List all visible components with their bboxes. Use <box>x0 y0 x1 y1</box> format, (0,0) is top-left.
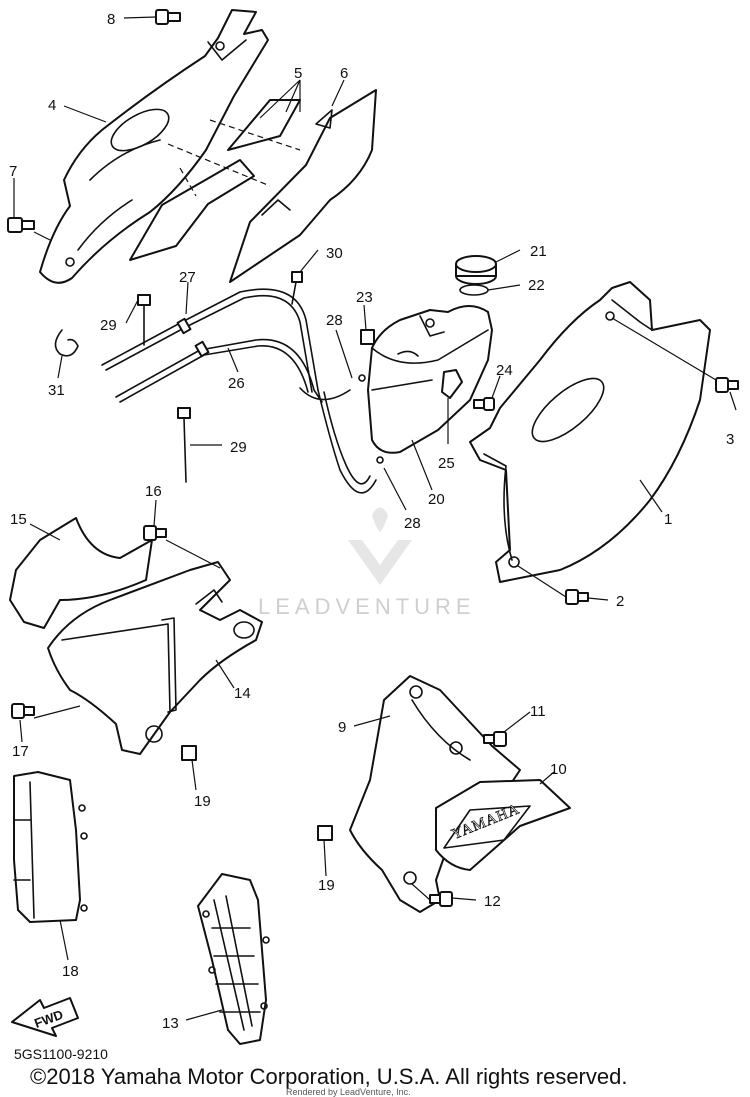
bolt-24 <box>473 397 495 411</box>
part-22-seal <box>459 284 489 296</box>
callout-28: 28 <box>326 312 343 329</box>
bolt-8 <box>155 9 181 25</box>
callout-labels: 8 4 5 6 7 21 22 30 27 23 29 28 26 31 24 … <box>9 11 734 1032</box>
callout-9: 9 <box>338 719 346 736</box>
callout-19: 19 <box>194 793 211 810</box>
callout-31: 31 <box>48 382 65 399</box>
clamp-30 <box>291 271 303 305</box>
part-25-bracket <box>441 369 463 399</box>
callout-4: 4 <box>48 97 56 114</box>
copyright-notice: ©2018 Yamaha Motor Corporation, U.S.A. A… <box>30 1064 628 1089</box>
callout-26: 26 <box>228 375 245 392</box>
callout-18: 18 <box>62 963 79 980</box>
leader-lines <box>13 16 737 1021</box>
render-credit: Rendered by LeadVenture, Inc. <box>286 1087 411 1097</box>
callout-5: 5 <box>294 65 302 82</box>
part-15-shroud <box>9 517 153 629</box>
part-14-radiator-cover <box>47 561 263 755</box>
part-6-duct <box>229 89 377 283</box>
watermark-text: LEADVENTURE <box>258 594 476 619</box>
callout-30: 30 <box>326 245 343 262</box>
callout-20: 20 <box>428 491 445 508</box>
nut-19-right <box>317 825 333 841</box>
callout-10: 10 <box>550 761 567 778</box>
callout-14: 14 <box>234 685 251 702</box>
callout-1: 1 <box>664 511 672 528</box>
callout-6: 6 <box>340 65 348 82</box>
part-1-side-panel <box>469 281 711 583</box>
diagram-code: 5GS1100-9210 <box>14 1046 108 1062</box>
part-9-radiator-cover <box>349 675 521 913</box>
callout-22: 22 <box>528 277 545 294</box>
bolt-2 <box>565 589 589 605</box>
callout-28b: 28 <box>404 515 421 532</box>
part-20-reservoir-tank <box>367 305 493 454</box>
part-4-side-cover <box>39 9 269 284</box>
bolt-11 <box>483 731 507 747</box>
callout-19b: 19 <box>318 877 335 894</box>
callout-15: 15 <box>10 511 27 528</box>
fwd-arrow: FWD <box>11 997 79 1037</box>
callout-16: 16 <box>145 483 162 500</box>
breather-hoses <box>101 288 377 494</box>
callout-11: 11 <box>530 703 546 720</box>
callout-23: 23 <box>356 289 373 306</box>
callout-12: 12 <box>484 893 501 910</box>
callout-3: 3 <box>726 431 734 448</box>
callout-17: 17 <box>12 743 29 760</box>
callout-13: 13 <box>162 1015 179 1032</box>
bolt-3 <box>715 377 739 393</box>
part-23-grommet <box>360 329 375 345</box>
nut-19-left <box>181 745 197 761</box>
part-18-radiator-guard <box>13 771 88 923</box>
clamp-29-lower <box>177 407 191 483</box>
part-28-clip <box>358 374 384 464</box>
part-21-cap <box>455 255 497 285</box>
callout-24: 24 <box>496 362 513 379</box>
clip-31 <box>54 329 79 357</box>
callout-25: 25 <box>438 455 455 472</box>
callout-27: 27 <box>179 269 196 286</box>
bolt-12 <box>429 891 453 907</box>
bolt-16 <box>143 525 167 541</box>
callout-21: 21 <box>530 243 547 260</box>
clamp-29-upper <box>137 294 151 346</box>
callout-29b: 29 <box>230 439 247 456</box>
callout-29: 29 <box>100 317 117 334</box>
watermark: LEADVENTURE <box>258 507 476 619</box>
callout-7: 7 <box>9 163 17 180</box>
callout-2: 2 <box>616 593 624 610</box>
bolt-17 <box>11 703 35 719</box>
part-13-radiator-grille <box>197 873 270 1045</box>
bolt-7 <box>7 217 35 233</box>
callout-8: 8 <box>107 11 115 28</box>
